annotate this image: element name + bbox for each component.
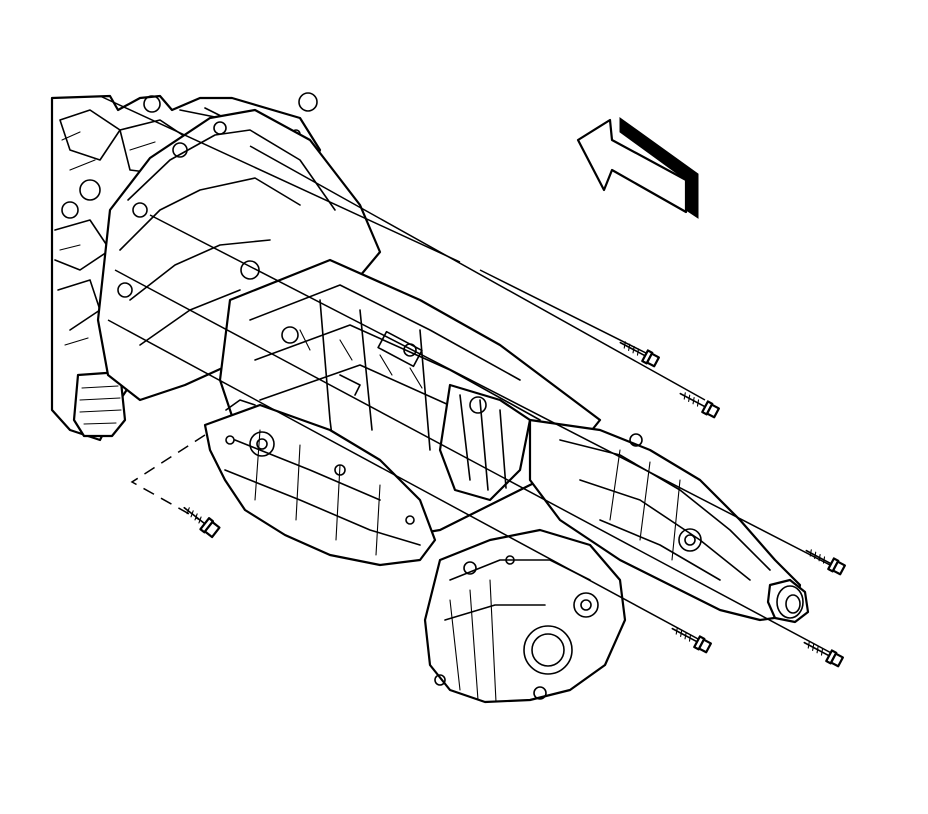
output-shaft — [766, 578, 810, 624]
transfer-case — [423, 528, 627, 704]
bolt-6 — [183, 506, 221, 539]
bolt-2 — [679, 392, 720, 419]
oil-pan — [203, 399, 437, 567]
bolt-5 — [803, 641, 844, 668]
alignment-guide-lines — [99, 95, 836, 656]
bolt-3 — [805, 549, 846, 576]
bolt-1 — [619, 341, 660, 368]
bolt-4 — [671, 627, 712, 654]
front-direction-arrow-icon — [576, 117, 699, 219]
